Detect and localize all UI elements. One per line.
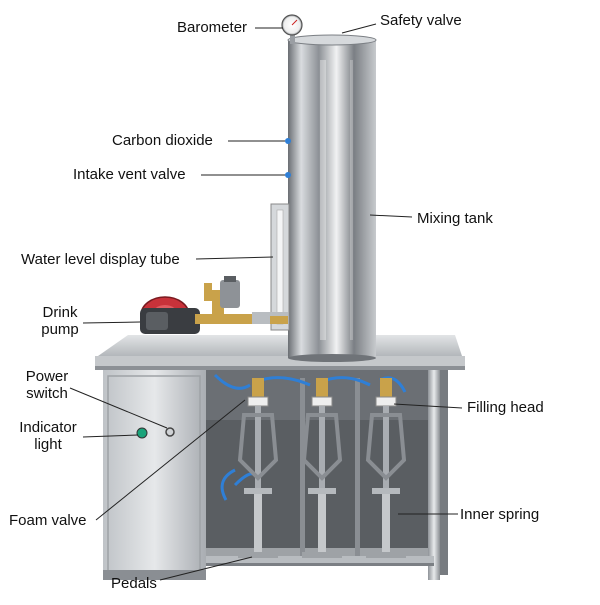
leader-indicator-light [82,434,139,438]
label-inner-spring: Inner spring [460,506,540,523]
label-drink-pump: Drink pump [36,304,84,338]
filling-head-3 [365,378,407,558]
mixing-tank-body [287,34,377,362]
label-foam-valve: Foam valve [9,512,87,529]
label-intake-vent-valve: Intake vent valve [73,166,186,183]
power-switch-knob [165,427,175,437]
label-filling-head: Filling head [467,399,544,416]
filling-head-1 [237,378,279,558]
leader-filling-head [393,403,463,409]
label-indicator-light-line1: Indicator [19,419,77,436]
co2-fitting [285,138,291,144]
label-power-switch: Power switch [20,368,74,402]
machine-frame [95,335,465,580]
label-carbon-dioxide: Carbon dioxide [112,132,213,149]
leader-lines [69,23,463,581]
leader-safety-valve [341,23,377,34]
label-water-level-display-tube: Water level display tube [21,251,180,268]
label-indicator-light-line2: light [34,436,62,453]
leader-water-level-tube [195,256,274,260]
label-safety-valve: Safety valve [380,12,462,29]
label-drink-pump-line1: Drink [42,304,78,321]
label-drink-pump-line2: pump [41,321,79,338]
label-mixing-tank: Mixing tank [417,210,493,227]
leader-power-switch [69,387,168,429]
label-barometer: Barometer [177,19,248,36]
label-pedals: Pedals [111,575,157,592]
drink-pump-assembly [140,276,288,334]
tabletop [98,335,462,356]
leader-drink-pump [82,321,141,324]
label-power-switch-line2: switch [26,385,68,402]
label-power-switch-line1: Power [25,368,69,385]
filling-head-2 [301,378,343,558]
leader-mixing-tank [369,214,413,218]
water-level-tube [270,203,290,331]
leader-foam-valve [95,399,246,521]
label-indicator-light: Indicator light [11,419,85,453]
right-leg [428,368,440,580]
indicator-light-lamp [136,427,148,439]
leader-pedals [159,556,253,581]
barometer-gauge [281,14,303,44]
intake-vent-fitting [285,172,291,178]
